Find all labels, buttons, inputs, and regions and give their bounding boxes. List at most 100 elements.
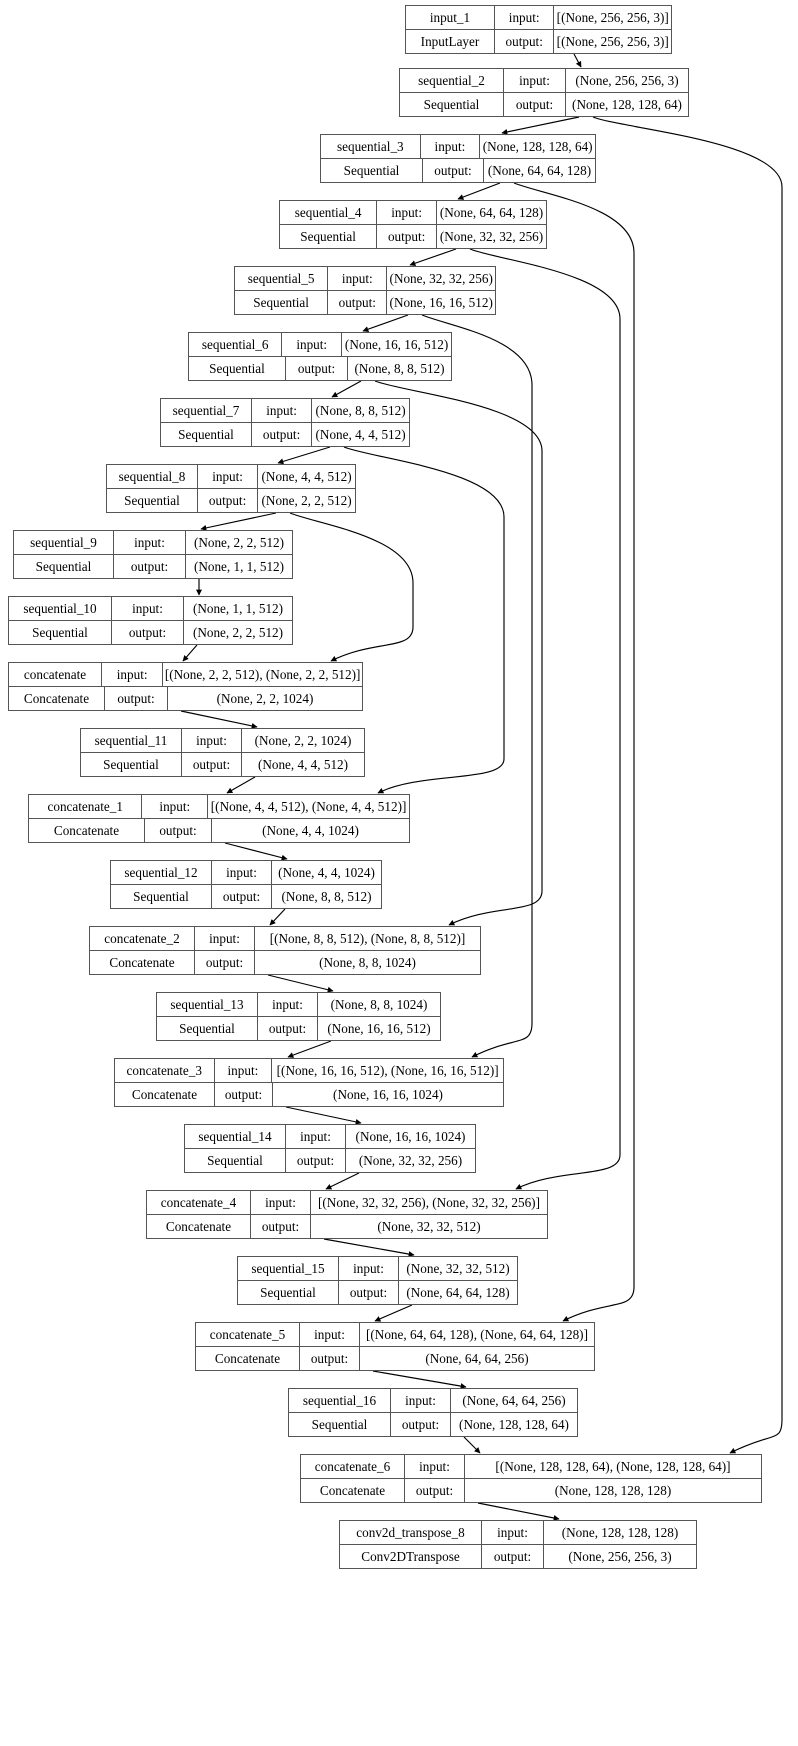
node-input-label: input: <box>182 729 242 752</box>
node-input-label: input: <box>102 663 164 686</box>
node-output-label: output: <box>423 158 484 182</box>
node-output-shape: (None, 64, 64, 128) <box>406 1284 510 1300</box>
node-name: concatenate_6 <box>301 1455 405 1478</box>
node-output-label: output: <box>377 224 438 248</box>
node-input-shape: (None, 128, 128, 128) <box>561 1524 679 1540</box>
node-output-shape: (None, 8, 8, 512) <box>354 360 445 376</box>
edge-sequential_13-to-concatenate_3 <box>287 1040 332 1058</box>
node-name: input_1 <box>406 6 495 29</box>
node-input-shape: [(None, 4, 4, 512), (None, 4, 4, 512)] <box>210 798 407 814</box>
node-input-label: input: <box>328 267 388 290</box>
node-output-shape: (None, 128, 128, 64) <box>572 96 682 112</box>
node-output-label: output: <box>195 950 255 974</box>
node-name: sequential_10 <box>9 597 112 620</box>
node-output-shape: (None, 2, 2, 512) <box>192 624 284 640</box>
node-input-label: input: <box>405 1455 465 1478</box>
node-output-shape: (None, 64, 64, 256) <box>425 1350 529 1366</box>
edge-concatenate_2-to-sequential_13 <box>267 974 334 993</box>
node-output-label: output: <box>215 1082 273 1106</box>
node-input-shape: (None, 2, 2, 512) <box>193 534 285 550</box>
node-class-name: Sequential <box>107 488 198 512</box>
edge-sequential_5-to-sequential_6 <box>362 314 409 333</box>
node-output-shape: (None, 32, 32, 256) <box>439 228 544 244</box>
node-class-name: Sequential <box>280 224 378 248</box>
node-output-shape: (None, 4, 4, 512) <box>315 426 406 442</box>
edge-sequential_7-to-sequential_8 <box>277 446 331 465</box>
edge-input_1-to-sequential_2 <box>573 53 582 68</box>
node-output-shape: (None, 128, 128, 128) <box>554 1482 672 1498</box>
node-output-shape: [(None, 256, 256, 3)] <box>556 33 669 49</box>
node-input-label: input: <box>282 333 343 356</box>
node-output-label: output: <box>482 1544 544 1568</box>
node-class-name: Concatenate <box>115 1082 215 1106</box>
node-class-name: Sequential <box>157 1016 258 1040</box>
node-class-name: Concatenate <box>147 1214 251 1238</box>
node-input-label: input: <box>195 927 255 950</box>
node-class-name: Sequential <box>9 620 112 644</box>
node-input-label: input: <box>391 1389 451 1412</box>
node-input-label: input: <box>495 6 555 29</box>
node-output-label: output: <box>114 554 186 578</box>
node-name: sequential_8 <box>107 465 198 488</box>
node-input-label: input: <box>112 597 184 620</box>
node-output-shape: (None, 16, 16, 512) <box>389 294 493 310</box>
node-name: concatenate <box>9 663 103 686</box>
node-output-shape: (None, 4, 4, 1024) <box>262 822 359 838</box>
node-input-shape: [(None, 2, 2, 512), (None, 2, 2, 512)] <box>164 666 361 682</box>
node-class-name: Concatenate <box>196 1346 300 1370</box>
edge-sequential_6-to-sequential_7 <box>331 380 362 398</box>
edge-sequential_16-to-concatenate_6 <box>463 1436 481 1454</box>
node-input-label: input: <box>286 1125 346 1148</box>
node-output-shape: (None, 128, 128, 64) <box>459 1416 569 1432</box>
node-class-name: Sequential <box>14 554 114 578</box>
node-output-label: output: <box>145 818 212 842</box>
node-class-name: Sequential <box>161 422 252 446</box>
edge-sequential_8-to-concatenate <box>289 512 414 662</box>
node-input-shape: (None, 4, 4, 512) <box>261 468 352 484</box>
edge-concatenate_3-to-sequential_14 <box>285 1106 362 1125</box>
node-input-shape: (None, 32, 32, 256) <box>389 270 493 286</box>
